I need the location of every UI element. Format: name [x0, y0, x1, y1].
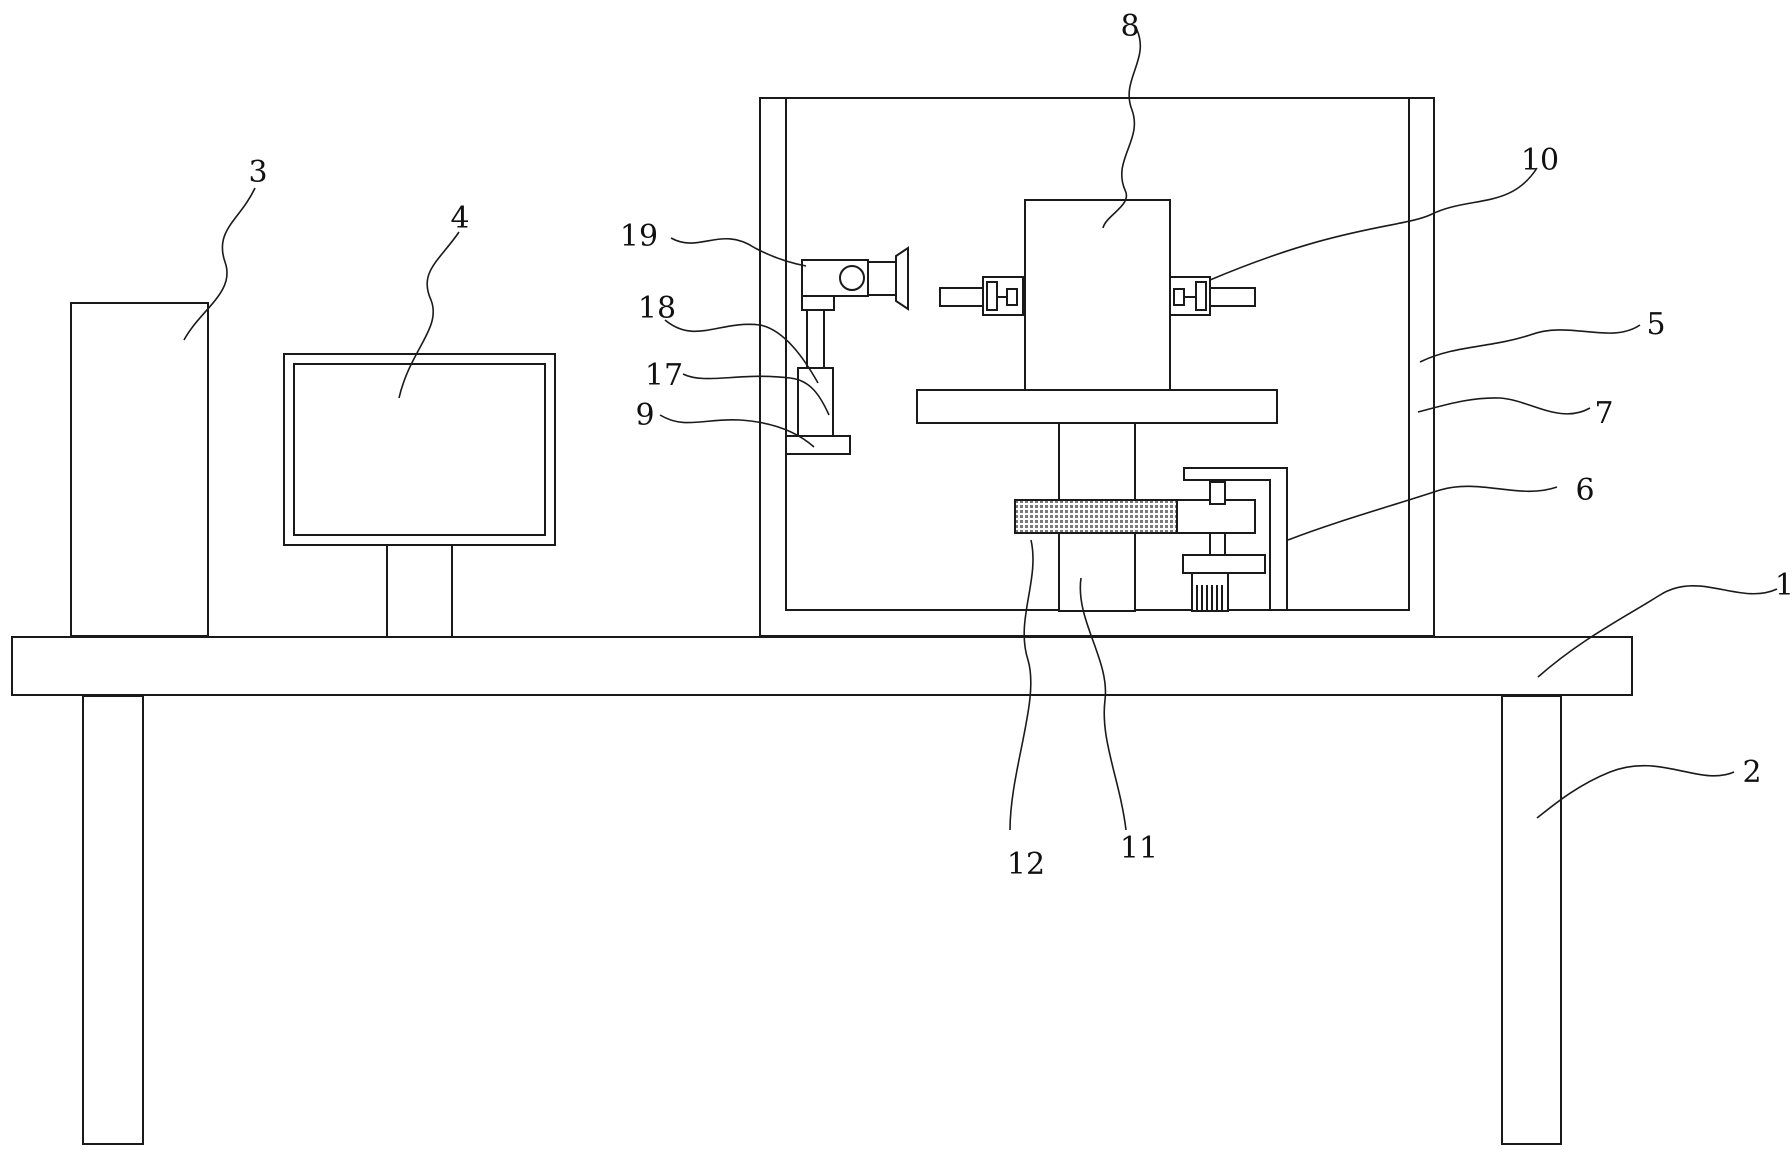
camera-lens-barrel: [867, 261, 897, 296]
workpiece-block: [1024, 199, 1171, 391]
mount-base: [785, 435, 851, 455]
turntable-plate: [916, 389, 1278, 424]
label-19: 19: [620, 219, 658, 254]
leader-lines: [183, 29, 1778, 831]
label-12: 12: [1007, 847, 1045, 882]
label-6: 6: [1575, 473, 1594, 508]
table-leg-left: [82, 695, 144, 1145]
camera-mount: [785, 246, 909, 455]
pinion-housing: [1176, 499, 1256, 534]
monitor-screen: [293, 363, 546, 536]
label-10: 10: [1521, 143, 1559, 178]
label-7: 7: [1594, 396, 1613, 431]
label-18: 18: [638, 291, 676, 326]
camera-knob: [839, 265, 865, 291]
clamp-left: [939, 276, 1024, 316]
motor-flange: [1182, 554, 1266, 574]
label-5: 5: [1646, 307, 1665, 342]
camera-body: [801, 259, 869, 297]
gear-rack: [1014, 499, 1178, 534]
label-2: 2: [1742, 755, 1761, 790]
monitor-frame: [283, 353, 556, 546]
label-8: 8: [1120, 9, 1139, 44]
monitor: [283, 353, 556, 638]
camera-lens-hood: [895, 246, 909, 311]
mount-rod: [806, 307, 825, 369]
label-17: 17: [645, 358, 683, 393]
label-11: 11: [1120, 831, 1158, 866]
table-top: [11, 636, 1633, 696]
clamp-right: [1169, 276, 1256, 316]
reference-numerals: 8 3 4 10 19 5 18 17 7 9 6 1 2 12 11: [248, 9, 1792, 882]
label-3: 3: [248, 155, 267, 190]
host-tower: [70, 302, 209, 637]
table-leg-right: [1501, 695, 1562, 1145]
mount-joint: [801, 295, 835, 311]
drive-bracket: [1176, 467, 1288, 612]
label-1: 1: [1775, 568, 1792, 603]
label-9: 9: [635, 398, 654, 433]
label-4: 4: [450, 201, 469, 236]
monitor-stand: [386, 544, 453, 638]
